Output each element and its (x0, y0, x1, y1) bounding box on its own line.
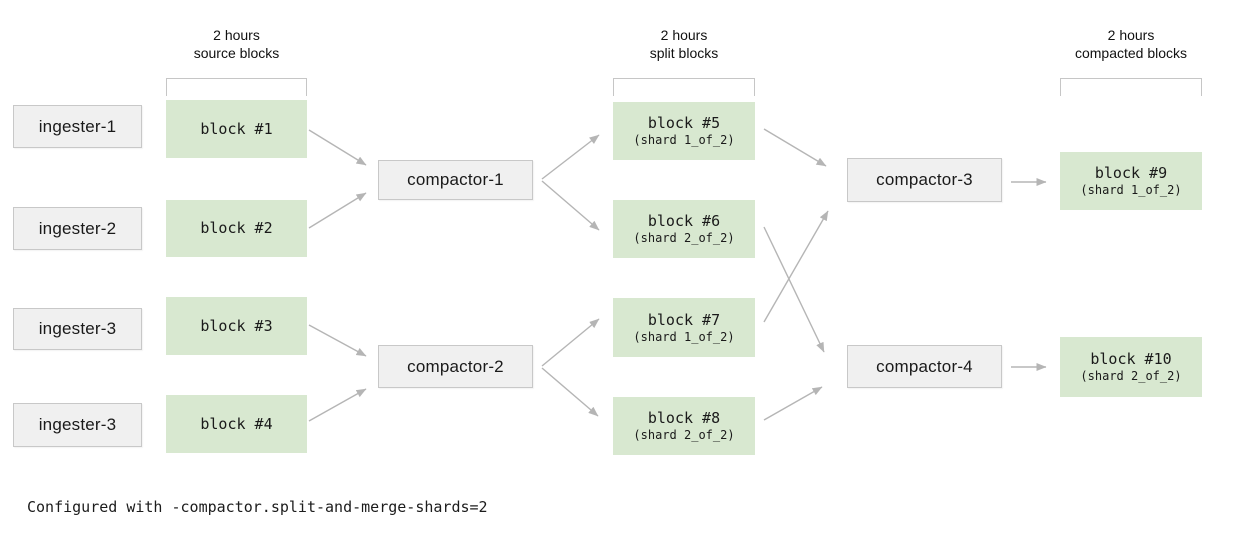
block-10-label: block #10 (1090, 350, 1172, 368)
compacted-block-9: block #9 (shard 1_of_2) (1060, 152, 1202, 210)
source-blocks-header-line1: 2 hours (213, 27, 260, 43)
block-5-shard-label: (shard 1_of_2) (633, 133, 735, 147)
split-blocks-header: 2 hours split blocks (613, 26, 755, 62)
compacted-block-10: block #10 (shard 2_of_2) (1060, 337, 1202, 397)
block-9-shard-label: (shard 1_of_2) (1080, 183, 1182, 197)
source-block-2: block #2 (166, 200, 307, 257)
block-7-shard-label: (shard 1_of_2) (633, 329, 735, 344)
compactor-4-box: compactor-4 (847, 345, 1002, 388)
block-6-label: block #6 (647, 212, 721, 230)
compactor-4-label: compactor-4 (876, 356, 973, 376)
source-block-4: block #4 (166, 395, 307, 453)
source-block-3: block #3 (166, 297, 307, 355)
arrow-block8-to-compactor4 (763, 386, 823, 421)
arrow-block7-to-compactor3 (763, 210, 829, 323)
block-8-label: block #8 (647, 409, 721, 427)
compacted-blocks-header: 2 hours compacted blocks (1060, 26, 1202, 62)
block-2-label: block #2 (200, 219, 273, 237)
compactor-3-label: compactor-3 (876, 170, 973, 189)
arrow-compactor1-to-block5 (541, 134, 600, 180)
arrow-compactor1-to-block6 (541, 180, 600, 231)
arrow-compactor2-to-block8 (541, 367, 599, 417)
block-4-label: block #4 (200, 414, 273, 433)
ingester-3b-box: ingester-3 (13, 403, 142, 447)
ingester-2-box: ingester-2 (13, 207, 142, 250)
split-block-6: block #6 (shard 2_of_2) (613, 200, 755, 258)
block-9-label: block #9 (1094, 164, 1168, 182)
block-6-shard-label: (shard 2_of_2) (633, 231, 735, 245)
block-10-shard-label: (shard 2_of_2) (1080, 369, 1182, 383)
ingester-3b-label: ingester-3 (38, 415, 117, 434)
source-blocks-header-line2: source blocks (193, 45, 280, 61)
ingester-1-box: ingester-1 (13, 105, 142, 148)
arrow-block4-to-compactor2 (308, 388, 367, 422)
compactor-3-box: compactor-3 (847, 158, 1002, 202)
compactor-1-label: compactor-1 (407, 170, 504, 189)
source-blocks-bracket (166, 78, 307, 96)
config-caption: Configured with -compactor.split-and-mer… (27, 498, 488, 516)
arrow-block1-to-compactor1 (308, 129, 367, 166)
ingester-3-label: ingester-3 (38, 319, 117, 338)
split-blocks-header-line1: 2 hours (660, 27, 708, 43)
compactor-2-label: compactor-2 (407, 356, 504, 376)
split-blocks-header-line2: split blocks (649, 45, 719, 61)
block-1-label: block #1 (200, 119, 273, 138)
source-blocks-header: 2 hours source blocks (166, 26, 307, 62)
compacted-blocks-header-line1: 2 hours (1107, 27, 1155, 43)
source-block-1: block #1 (166, 100, 307, 158)
compacted-blocks-bracket (1060, 78, 1202, 96)
split-block-8: block #8 (shard 2_of_2) (613, 397, 755, 455)
block-3-label: block #3 (200, 316, 273, 335)
arrow-block3-to-compactor2 (308, 324, 367, 357)
arrow-block5-to-compactor3 (763, 128, 827, 167)
block-8-shard-label: (shard 2_of_2) (633, 428, 735, 442)
ingester-3-box: ingester-3 (13, 308, 142, 350)
ingester-1-label: ingester-1 (38, 116, 117, 136)
compacted-blocks-header-line2: compacted blocks (1074, 45, 1188, 61)
split-block-5: block #5 (shard 1_of_2) (613, 102, 755, 160)
arrow-block6-to-compactor4 (763, 226, 825, 353)
arrow-block2-to-compactor1 (308, 192, 367, 229)
compactor-2-box: compactor-2 (378, 345, 533, 388)
compactor-1-box: compactor-1 (378, 160, 533, 200)
split-blocks-bracket (613, 78, 755, 96)
split-block-7: block #7 (shard 1_of_2) (613, 298, 755, 357)
block-7-label: block #7 (647, 310, 721, 329)
block-5-label: block #5 (647, 114, 721, 132)
ingester-2-label: ingester-2 (38, 218, 117, 238)
arrow-compactor2-to-block7 (541, 318, 600, 367)
